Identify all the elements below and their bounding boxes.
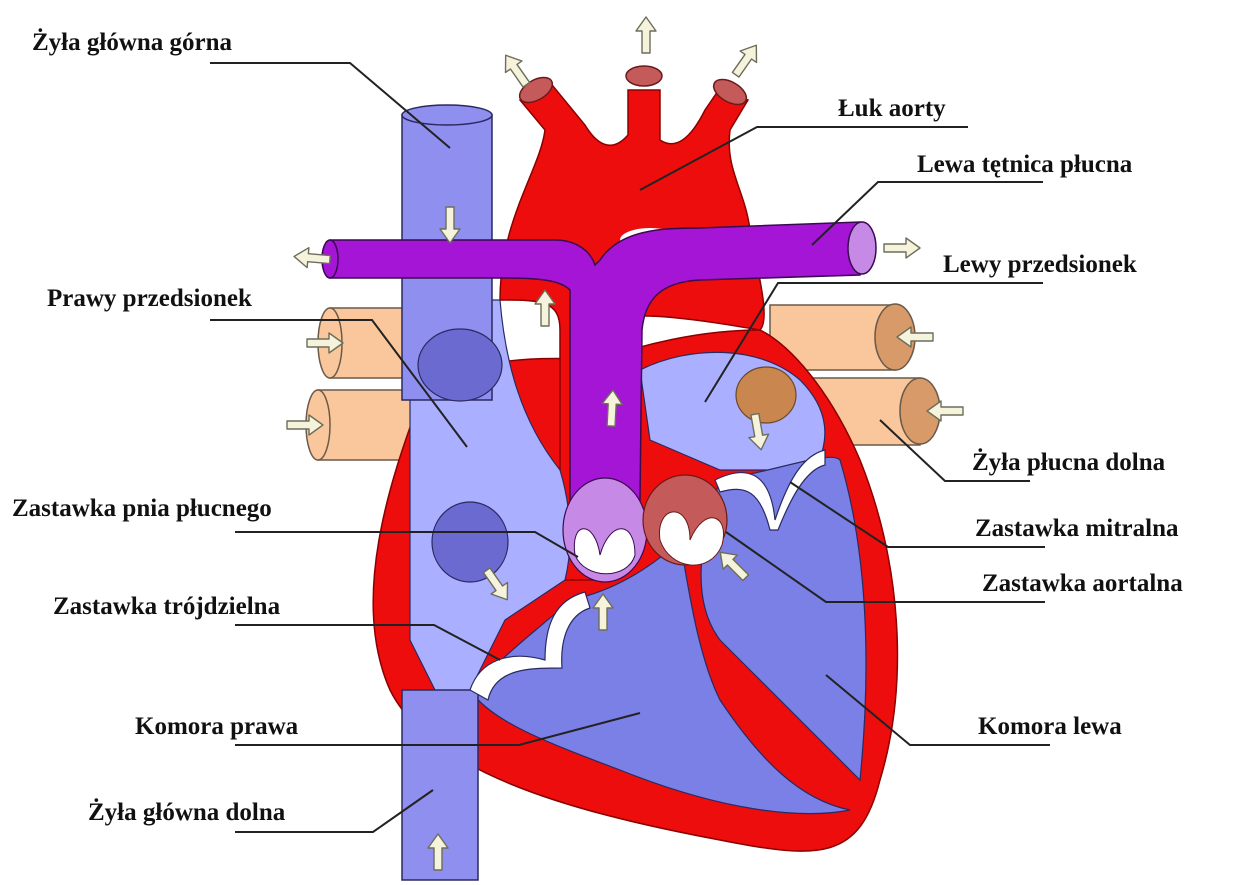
label-aortic-arch: Łuk aorty — [838, 95, 946, 122]
label-pulmonary-valve: Zastawka pnia płucnego — [12, 495, 272, 522]
label-inferior-vena-cava: Żyła główna dolna — [88, 798, 286, 826]
label-pulmonary-vein: Żyła płucna dolna — [972, 448, 1166, 476]
label-left-atrium: Lewy przedsionek — [943, 251, 1137, 278]
pulmonary-valve — [563, 478, 647, 582]
label-left-pulmonary-artery: Lewa tętnica płucna — [917, 151, 1133, 178]
aortic-valve — [643, 475, 727, 565]
label-left-ventricle: Komora lewa — [978, 713, 1122, 740]
label-right-atrium: Prawy przedsionek — [47, 285, 252, 312]
label-tricuspid-valve: Zastawka trójdzielna — [53, 593, 281, 620]
label-mitral-valve: Zastawka mitralna — [975, 515, 1179, 542]
label-aortic-valve: Zastawka aortalna — [982, 570, 1183, 597]
label-right-ventricle: Komora prawa — [135, 713, 299, 740]
label-superior-vena-cava: Żyła główna górna — [32, 28, 233, 56]
